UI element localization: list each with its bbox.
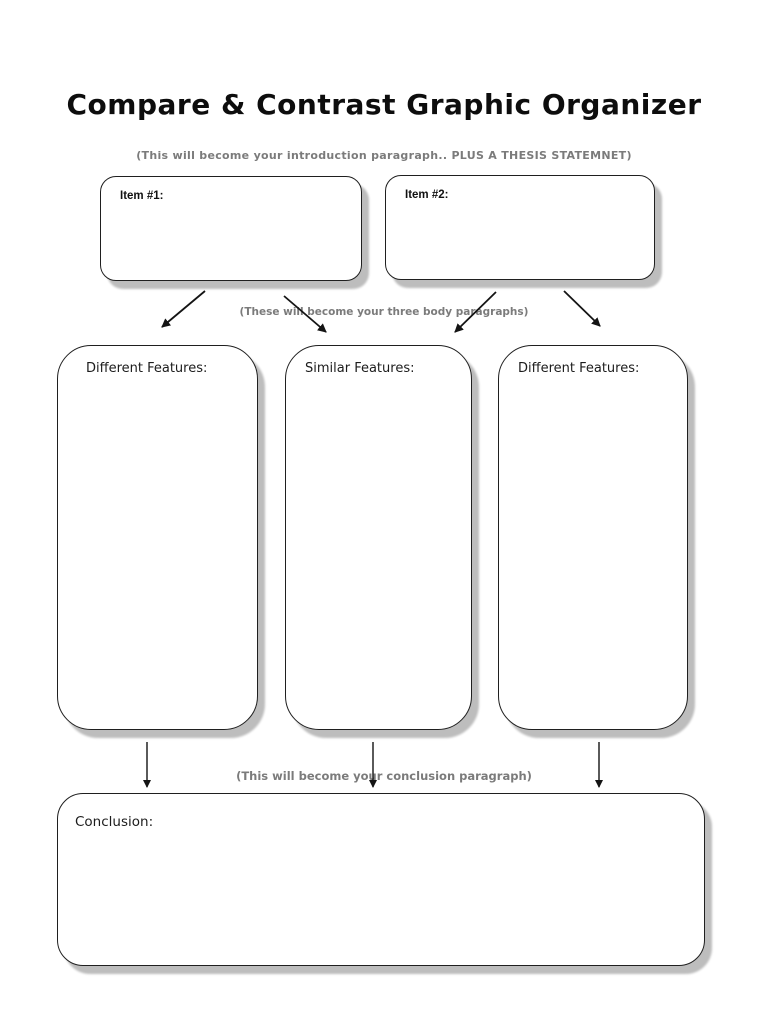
different-features-left-label: Different Features:: [86, 361, 208, 376]
item2-label: Item #2:: [405, 189, 449, 201]
similar-features-label: Similar Features:: [305, 361, 415, 376]
conclusion-label: Conclusion:: [75, 814, 154, 830]
item1-box: Item #1:: [100, 176, 362, 281]
intro-note: (This will become your introduction para…: [136, 149, 632, 162]
different-features-right-label: Different Features:: [518, 361, 640, 376]
different-features-left-box: Different Features:: [57, 345, 258, 730]
item1-label: Item #1:: [120, 190, 164, 202]
conclusion-box: Conclusion:: [57, 793, 705, 966]
similar-features-box: Similar Features:: [285, 345, 472, 730]
body-note: (These will become your three body parag…: [239, 306, 529, 318]
conclusion-note: (This will become your conclusion paragr…: [236, 769, 532, 783]
different-features-right-box: Different Features:: [498, 345, 688, 730]
page-title: Compare & Contrast Graphic Organizer: [66, 88, 702, 121]
item2-box: Item #2:: [385, 175, 655, 280]
